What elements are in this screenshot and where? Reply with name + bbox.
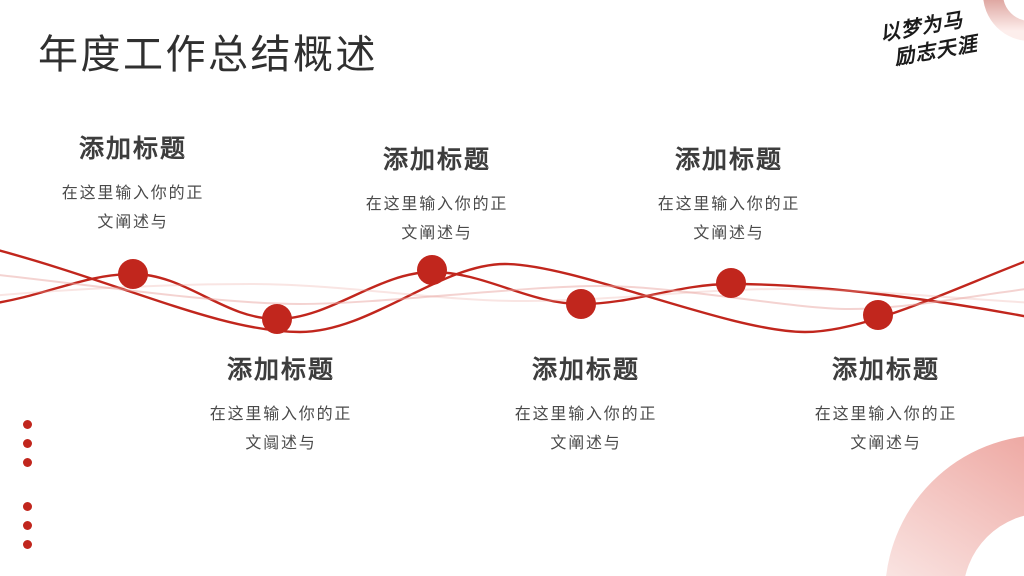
wave-curve-secondary	[0, 249, 1024, 334]
timeline-item-3-title: 添加标题	[674, 146, 783, 174]
timeline-item-2-body-line1: 在这里输入你的正	[365, 196, 509, 213]
decorative-dot	[23, 502, 32, 511]
left-dots-group-2	[23, 502, 32, 549]
timeline-item-4-title: 添加标题	[226, 356, 335, 384]
page-title: 年度工作总结概述	[38, 33, 378, 77]
timeline-dot-6	[863, 300, 893, 330]
timeline-item-5: 添加标题 在这里输入你的正 文阐述与	[476, 355, 696, 458]
timeline-item-6-title: 添加标题	[831, 356, 940, 384]
timeline-item-2: 添加标题 在这里输入你的正 文阐述与	[327, 145, 547, 248]
left-dots-group-1	[23, 420, 32, 467]
wave-timeline	[0, 249, 1024, 334]
decorative-dot	[23, 540, 32, 549]
timeline-item-6-body-line2: 文阐述与	[850, 435, 922, 452]
decorative-dot	[23, 521, 32, 530]
timeline-dot-2	[262, 304, 292, 334]
timeline-item-4: 添加标题 在这里输入你的正 文阘述与	[171, 355, 391, 458]
timeline-item-1-title: 添加标题	[78, 135, 187, 163]
timeline-item-5-title: 添加标题	[531, 356, 640, 384]
timeline-item-6-body-line1: 在这里输入你的正	[814, 406, 958, 423]
timeline-item-4-body-line1: 在这里输入你的正	[209, 406, 353, 423]
timeline-item-1-body-line1: 在这里输入你的正	[61, 185, 205, 202]
ring-decoration-top-right	[983, 0, 1024, 41]
timeline-item-2-body-line2: 文阐述与	[401, 225, 473, 242]
timeline-dot-1	[118, 259, 148, 289]
timeline-item-5-body-line1: 在这里输入你的正	[514, 406, 658, 423]
decorative-dot	[23, 420, 32, 429]
timeline-dot-5	[716, 268, 746, 298]
timeline-item-4-body-line2: 文阘述与	[245, 435, 317, 452]
timeline-dot-3	[417, 255, 447, 285]
timeline-item-3-body-line2: 文阐述与	[693, 225, 765, 242]
decorative-dot	[23, 439, 32, 448]
timeline-item-1: 添加标题 在这里输入你的正 文阐述与	[23, 134, 243, 237]
wave-curve-light-2	[0, 282, 1024, 304]
timeline-item-5-body-line2: 文阐述与	[550, 435, 622, 452]
timeline-item-3: 添加标题 在这里输入你的正 文阐述与	[619, 145, 839, 248]
timeline-item-2-title: 添加标题	[382, 146, 491, 174]
decorative-dot	[23, 458, 32, 467]
timeline-item-3-body-line1: 在这里输入你的正	[657, 196, 801, 213]
timeline-item-6: 添加标题 在这里输入你的正 文阐述与	[776, 355, 996, 458]
timeline-dot-4	[566, 289, 596, 319]
timeline-item-1-body-line2: 文阐述与	[97, 214, 169, 231]
